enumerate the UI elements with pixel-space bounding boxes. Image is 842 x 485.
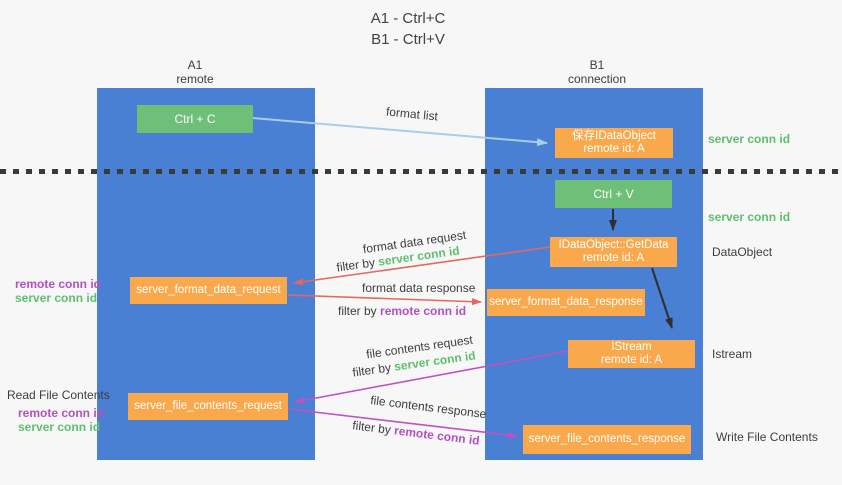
node-server-format-data-response: server_format_data_response bbox=[487, 289, 645, 316]
file-contents-response-label: file contents response bbox=[369, 393, 488, 422]
right-lane-role: connection bbox=[567, 72, 627, 86]
title-line-2: B1 - Ctrl+V bbox=[371, 31, 445, 48]
node-istream: IStream remote id: A bbox=[568, 340, 695, 368]
left-lane-name: A1 bbox=[187, 58, 203, 72]
filter-by-text: filter by bbox=[351, 418, 392, 437]
server-conn-id-label-format: server conn id bbox=[15, 291, 98, 305]
format-data-response-label: format data response bbox=[362, 281, 476, 295]
dataobject-label: DataObject bbox=[712, 245, 773, 259]
server-conn-id-label-mid: server conn id bbox=[708, 210, 791, 224]
node-ctrl-v: Ctrl + V bbox=[555, 180, 672, 208]
diagram-title: A1 - Ctrl+C B1 - Ctrl+V bbox=[278, 8, 538, 50]
remote-conn-id-text: remote conn id bbox=[393, 423, 481, 448]
remote-conn-id-label-format: remote conn id bbox=[15, 277, 102, 291]
node-server-format-data-request: server_format_data_request bbox=[130, 277, 287, 304]
node-server-file-contents-response: server_file_contents_response bbox=[523, 425, 691, 454]
node-getdata-line2: remote id: A bbox=[582, 252, 645, 264]
title-line-1: A1 - Ctrl+C bbox=[370, 10, 446, 27]
server-conn-id-label-file: server conn id bbox=[18, 420, 101, 434]
read-file-contents-label: Read File Contents bbox=[7, 388, 110, 402]
filter-by-text: filter by bbox=[338, 304, 377, 318]
node-save-idataobject: 保存IDataObject remote id: A bbox=[555, 128, 673, 158]
node-ctrl-v-label: Ctrl + V bbox=[593, 186, 634, 201]
istream-label: Istream bbox=[712, 347, 753, 361]
format-conn-id-stack: remote conn id server conn id bbox=[15, 277, 102, 305]
node-ctrl-c-label: Ctrl + C bbox=[174, 111, 216, 126]
node-file-request-label: server_file_contents_request bbox=[134, 400, 282, 412]
file-conn-id-stack: remote conn id server conn id bbox=[18, 406, 105, 434]
filter-by-remote-conn-id-label-2: filter by remote conn id bbox=[352, 418, 481, 448]
node-ctrl-c: Ctrl + C bbox=[137, 105, 253, 133]
node-getdata-line1: IDataObject::GetData bbox=[558, 239, 669, 251]
left-lane-role: remote bbox=[176, 72, 214, 86]
server-conn-id-label-top: server conn id bbox=[708, 132, 791, 146]
right-lane-name: B1 bbox=[589, 58, 605, 72]
node-idataobject-getdata: IDataObject::GetData remote id: A bbox=[550, 237, 677, 267]
remote-conn-id-label-file: remote conn id bbox=[18, 406, 105, 420]
node-istream-line1: IStream bbox=[611, 341, 652, 353]
remote-conn-id-text: remote conn id bbox=[380, 304, 467, 318]
format-data-response-arrow bbox=[287, 294, 482, 306]
dotted-separator-line bbox=[0, 169, 842, 174]
format-list-label: format list bbox=[385, 104, 439, 124]
right-lane-header: B1 connection bbox=[522, 58, 672, 86]
node-format-request-label: server_format_data_request bbox=[136, 284, 281, 296]
node-server-file-contents-request: server_file_contents_request bbox=[128, 393, 288, 420]
node-format-response-label: server_format_data_response bbox=[489, 296, 643, 308]
node-save-idataobject-line2: remote id: A bbox=[583, 143, 645, 155]
node-file-response-label: server_file_contents_response bbox=[528, 433, 686, 445]
node-istream-line2: remote id: A bbox=[600, 354, 663, 366]
filter-by-text: filter by bbox=[335, 255, 376, 275]
left-lane-header: A1 remote bbox=[120, 58, 270, 86]
filter-by-text: filter by bbox=[351, 360, 392, 380]
write-file-contents-label: Write File Contents bbox=[716, 430, 818, 444]
filter-by-remote-conn-id-label-1: filter by remote conn id bbox=[338, 304, 466, 318]
node-save-idataobject-line1: 保存IDataObject bbox=[572, 130, 656, 142]
